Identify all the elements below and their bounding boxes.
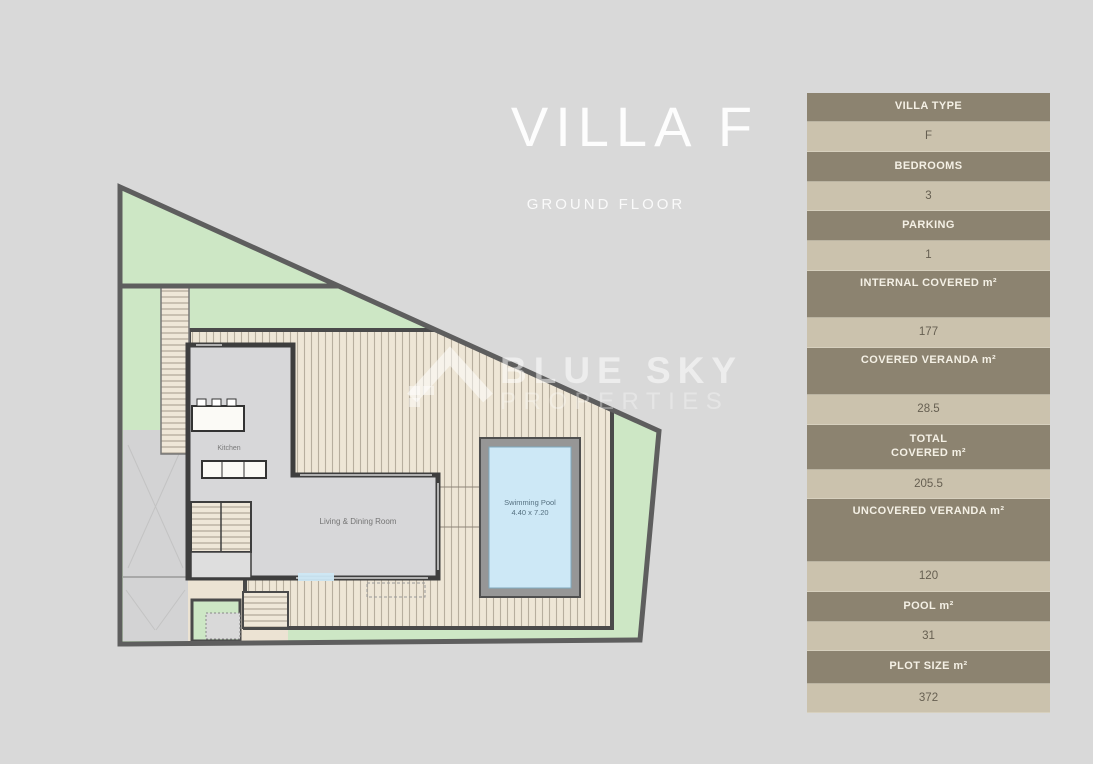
pergola-outline	[366, 582, 426, 598]
spec-value-cell: 3	[807, 182, 1050, 211]
courtyard-garden	[190, 598, 242, 643]
spec-value-cell: F	[807, 122, 1050, 152]
spec-value-cell: 31	[807, 622, 1050, 651]
watermark-logo-icon	[407, 346, 493, 407]
spec-header-cell: POOL m²	[807, 592, 1050, 622]
spec-value-cell: 28.5	[807, 395, 1050, 425]
spec-header-cell: TOTAL COVERED m²	[807, 425, 1050, 470]
spec-header-cell: COVERED VERANDA m²	[807, 348, 1050, 395]
spec-header-cell: PARKING	[807, 211, 1050, 241]
driveway-area	[123, 430, 188, 641]
spec-value-cell: 1	[807, 241, 1050, 271]
kitchen-label: Kitchen	[217, 445, 240, 452]
kitchen-counter	[191, 398, 267, 479]
spec-header-cell: BEDROOMS	[807, 152, 1050, 182]
internal-stairs	[190, 501, 252, 579]
spec-header-cell: PLOT SIZE m²	[807, 651, 1050, 684]
spec-header-cell: INTERNAL COVERED m²	[807, 271, 1050, 318]
swimming-pool	[479, 437, 581, 598]
page-title: VILLA F	[510, 95, 760, 158]
spec-value-cell: 177	[807, 318, 1050, 348]
plot-boundary	[117, 183, 662, 647]
external-stairs	[160, 286, 190, 455]
pool-size-label: 4.40 x 7.20	[511, 508, 548, 517]
watermark: BLUE SKY PROPERTIES	[407, 346, 743, 415]
spec-value-cell: 205.5	[807, 470, 1050, 499]
spec-header-cell: VILLA TYPE	[807, 93, 1050, 122]
deck-steps	[242, 591, 289, 629]
pool-label: Swimming Pool	[504, 498, 556, 507]
spec-value-cell: 120	[807, 562, 1050, 592]
living-dining-label: Living & Dining Room	[320, 517, 397, 526]
watermark-line1: BLUE SKY	[500, 350, 743, 391]
sliding-glass-door	[298, 573, 334, 581]
spec-value-cell: 372	[807, 684, 1050, 713]
spec-header-cell: UNCOVERED VERANDA m²	[807, 499, 1050, 562]
watermark-line2: PROPERTIES	[500, 388, 729, 415]
floor-subtitle: GROUND FLOOR	[526, 196, 686, 213]
